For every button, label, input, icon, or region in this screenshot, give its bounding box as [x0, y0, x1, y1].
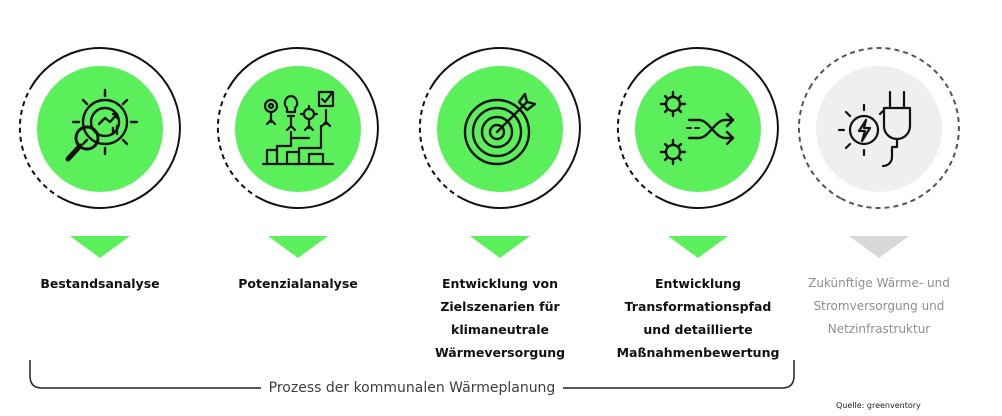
- step-pointer: [668, 236, 728, 258]
- step-ring: [18, 47, 181, 209]
- source-note: Quelle: greenventory: [836, 401, 921, 410]
- step-ring: [216, 47, 379, 209]
- target-arrow-icon: [463, 92, 537, 166]
- step-pointer: [268, 236, 328, 258]
- ideas-growth-icon: [261, 90, 335, 166]
- step-ring: [797, 47, 960, 209]
- step-disc: [37, 66, 163, 192]
- step-disc: [235, 66, 361, 192]
- step-pointer: [849, 236, 909, 258]
- plug-energy-icon: [837, 90, 912, 168]
- step-bestandsanalyse: Bestandsanalyse: [5, 0, 195, 416]
- process-caption-text: Prozess der kommunalen Wärmeplanung: [260, 380, 564, 396]
- step-ring: [616, 47, 779, 209]
- step-ring: [418, 47, 581, 209]
- gears-paths-icon: [659, 90, 735, 166]
- magnifier-gear-icon: [65, 88, 139, 162]
- step-label: Bestandsanalyse: [40, 276, 160, 291]
- step-pointer: [70, 236, 130, 258]
- step-potenzialanalyse: Potenzialanalyse: [203, 0, 393, 416]
- step-label: Potenzialanalyse: [238, 276, 358, 291]
- step-pointer: [470, 236, 530, 258]
- process-caption: Prozess der kommunalen Wärmeplanung: [0, 378, 824, 398]
